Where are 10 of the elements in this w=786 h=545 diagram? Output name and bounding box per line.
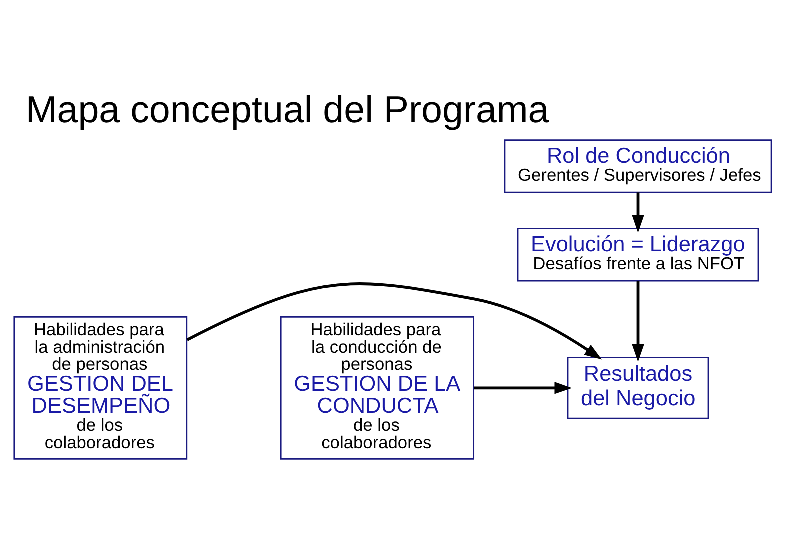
diagram-title: Mapa conceptual del Programa <box>26 88 550 130</box>
arrow <box>186 282 602 360</box>
node-box: Habilidades para la conducción de personas GESTION DE LA CONDUCTA de los colaboradores <box>280 316 475 460</box>
node-box: Habilidades para la administración de personas GESTION DEL DESEMPEÑO de los colaboradores <box>14 316 188 460</box>
arrow <box>632 192 644 232</box>
node-box: Rol de Conducción Gerentes / Supervisores / Jefes <box>504 139 772 193</box>
node-box: Resultados del Negocio <box>567 356 710 419</box>
arrow <box>632 280 644 362</box>
arrow <box>474 382 572 394</box>
node-box: Evolución = Liderazgo Desafíos frente a las NFOT <box>517 228 760 282</box>
